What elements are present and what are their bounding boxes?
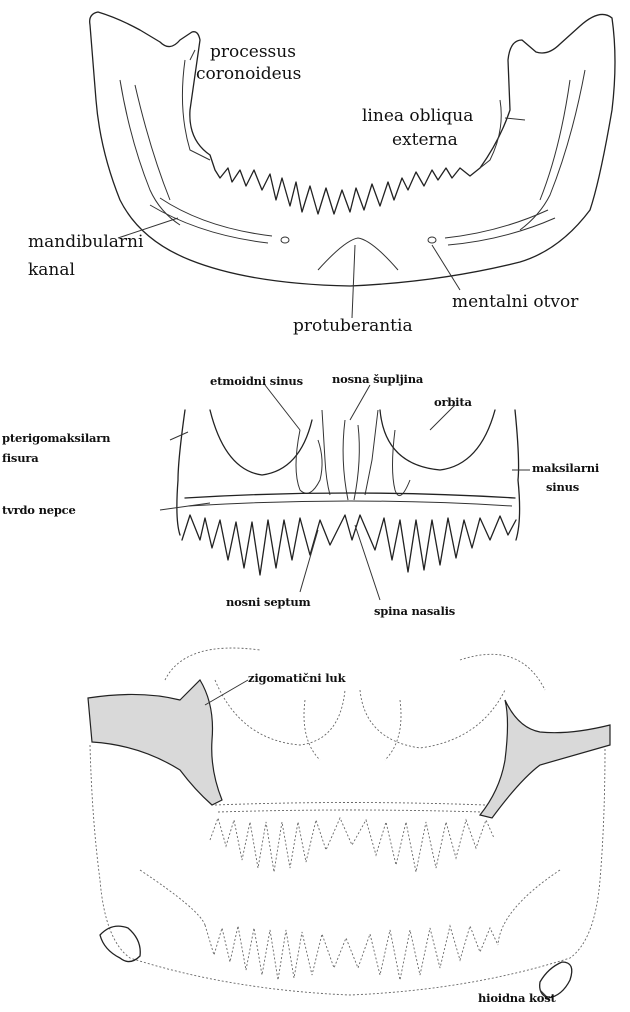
- label-spina-nasalis: spina nasalis: [374, 605, 455, 617]
- zygomatic-arch-left: [88, 680, 222, 805]
- label-protuberantia: protuberantia: [293, 318, 413, 336]
- label-fisura: fisura: [2, 452, 38, 464]
- mental-foramen-left: [281, 237, 289, 243]
- mandible-drawing: [90, 12, 615, 318]
- mental-foramen-right: [428, 237, 436, 243]
- label-linea-obliqua: linea obliqua: [362, 108, 473, 126]
- label-nosna-supljina: nosna šupljina: [332, 373, 423, 385]
- label-zigomaticni-luk: zigomatični luk: [248, 672, 345, 684]
- zygomatic-arch-right: [480, 700, 610, 818]
- label-etmoidni-sinus: etmoidni sinus: [210, 375, 303, 387]
- maxilla-teeth: [182, 515, 516, 575]
- panoramic-drawing: [88, 648, 610, 998]
- hard-palate-line: [185, 493, 515, 498]
- label-maksilarni: maksilarni: [532, 462, 599, 474]
- label-sinus: sinus: [546, 481, 579, 493]
- label-orbita: orbita: [434, 396, 472, 408]
- mandibular-canal-line: [150, 205, 268, 243]
- mandible-outline: [90, 12, 615, 286]
- label-nosni-septum: nosni septum: [226, 596, 311, 608]
- label-coronoideus: coronoideus: [196, 66, 301, 84]
- label-hioidna-kost: hioidna kost: [478, 992, 556, 1004]
- panoramic-mandible-outline: [90, 745, 605, 995]
- label-processus: processus: [210, 44, 296, 62]
- label-pterigomaksilarna: pterigomaksilarn: [2, 432, 110, 444]
- label-kanal: kanal: [28, 262, 75, 280]
- hyoid-bone-left: [100, 926, 140, 961]
- label-externa: externa: [392, 132, 458, 150]
- label-mandibularni: mandibularni: [28, 234, 143, 252]
- label-tvrdo-nepce: tvrdo nepce: [2, 504, 76, 516]
- maxilla-drawing: [160, 385, 530, 600]
- label-mentalni-otvor: mentalni otvor: [452, 294, 578, 312]
